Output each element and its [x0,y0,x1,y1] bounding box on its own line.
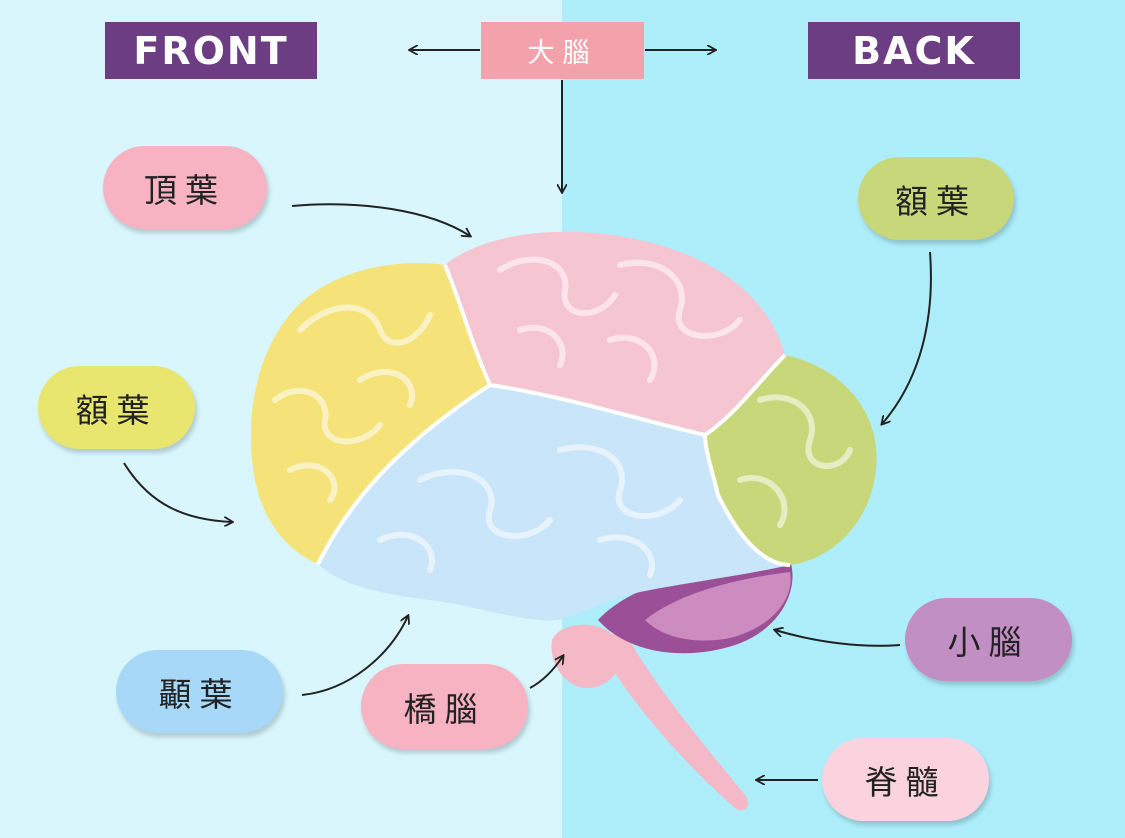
cerebellum-label: 小腦 [905,598,1072,681]
cerebellum-inner [645,572,791,641]
occipital-lobe [705,355,877,565]
arrow-parietal [291,203,470,236]
arrow-cerebellum [775,630,901,647]
arrow-frontal [123,462,232,522]
spinal-cord [596,630,749,811]
pons [551,624,621,689]
temporal-lobe-label: 顳葉 [116,650,283,733]
frontal-lobe-label: 額葉 [38,366,195,449]
arrow-pons [529,656,563,689]
parietal-lobe [445,231,785,435]
spinal-cord-label: 脊髓 [822,738,989,821]
arrow-occipital [882,251,932,424]
back-header: BACK [808,22,1020,79]
occipital-lobe-label: 額葉 [858,157,1014,240]
arrow-temporal [301,616,408,696]
frontal-lobe [250,262,490,564]
temporal-lobe [318,385,790,621]
pons-label: 橋腦 [361,664,528,749]
front-header: FRONT [105,22,317,79]
cerebrum-label: 大腦 [481,22,644,79]
parietal-lobe-label: 頂葉 [103,146,267,229]
